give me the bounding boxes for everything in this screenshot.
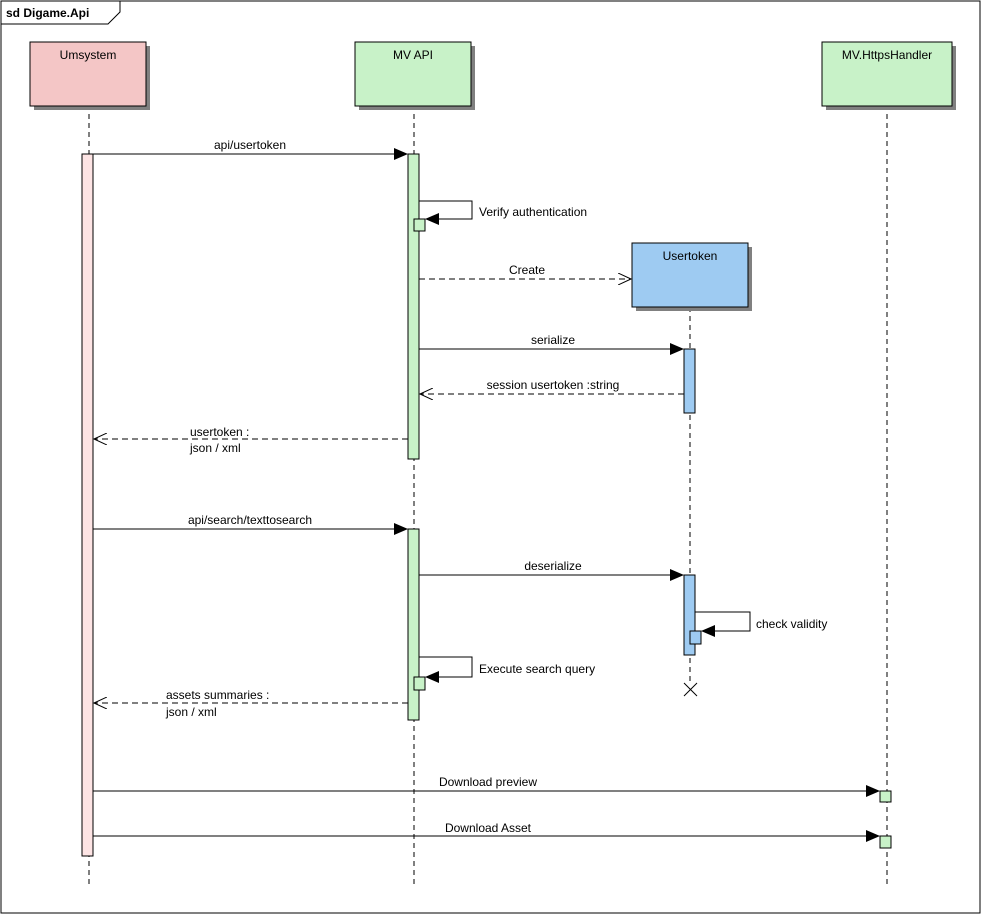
frame-tab [1,1,121,25]
activation-execute-search[interactable] [413,676,426,691]
lifeline-name-mvapi: MV API [393,48,433,62]
message-check-validity[interactable]: check validity [695,611,827,637]
message-api-usertoken[interactable]: api/usertoken [93,138,408,160]
activation-usertoken-1[interactable] [683,348,696,414]
message-label: api/search/texttosearch [188,513,312,527]
lifeline-name-usertoken: Usertoken [663,249,718,263]
activation-check-validity[interactable] [689,630,702,645]
activation-mvapi-1[interactable] [407,153,420,460]
message-label: api/usertoken [214,138,286,152]
message-arrow[interactable] [695,611,751,637]
lifeline-head-mvapi[interactable] [354,41,472,107]
lifeline-name-httpshandler: MV.HttpsHandler [842,48,932,62]
message-session-usertoken[interactable]: session usertoken :string [420,378,684,394]
message-verify-authentication[interactable]: Verify authentication [419,200,587,225]
message-label-line-1: assets summaries : [166,688,269,702]
message-create[interactable]: Create [419,263,631,279]
activations [81,153,892,857]
message-download-preview[interactable]: Download preview [93,775,880,797]
lifeline-mvapi[interactable]: MV API [354,41,475,110]
lifeline-umsystem[interactable]: Umsystem [29,41,150,110]
message-label-line-2: json / xml [189,441,241,455]
activation-usertoken-2[interactable] [683,574,696,656]
message-label: Download preview [439,775,537,789]
lifeline-head-httpshandler[interactable] [821,41,953,107]
lifeline-httpshandler[interactable]: MV.HttpsHandler [821,41,956,110]
message-label: session usertoken :string [487,378,620,392]
message-download-asset[interactable]: Download Asset [93,821,880,842]
message-execute-search[interactable]: Execute search query [419,656,595,683]
message-label: Execute search query [479,662,595,676]
message-arrow[interactable] [419,200,473,225]
activation-umsystem[interactable] [81,153,94,857]
frame-title: sd Digame.Api [6,6,89,20]
message-api-search[interactable]: api/search/texttosearch [93,513,408,535]
message-deserialize[interactable]: deserialize [419,559,684,581]
message-label: Download Asset [445,821,532,835]
destroy-icon [683,682,698,697]
message-label: Create [509,263,545,277]
activation-verify-authentication[interactable] [413,218,426,232]
message-serialize[interactable]: serialize [419,333,684,355]
message-assets-summaries[interactable]: assets summaries : json / xml [94,688,408,719]
message-label: check validity [756,617,827,631]
message-usertoken-reply[interactable]: usertoken : json / xml [94,425,408,455]
message-label: deserialize [524,559,582,573]
activation-mvapi-2[interactable] [407,528,420,721]
message-label: serialize [531,333,575,347]
lifeline-name-umsystem: Umsystem [60,48,117,62]
activation-download-asset[interactable] [879,835,892,849]
lifeline-lines [88,105,888,886]
lifeline-usertoken[interactable]: Usertoken [631,242,752,311]
message-label: Verify authentication [479,205,587,219]
message-label-line-1: usertoken : [190,425,249,439]
lifeline-head-umsystem[interactable] [29,41,147,107]
message-label-line-2: json / xml [165,705,217,719]
activation-download-preview[interactable] [879,790,892,803]
message-arrow[interactable] [419,656,473,683]
lifeline-head-usertoken[interactable] [631,242,749,308]
